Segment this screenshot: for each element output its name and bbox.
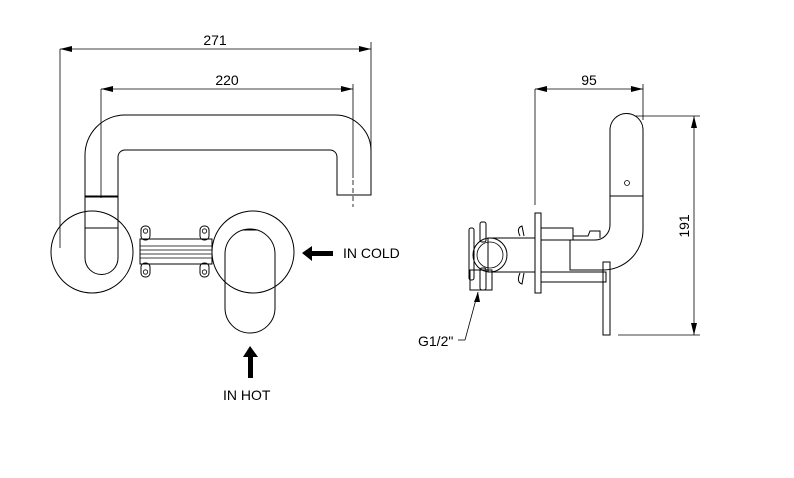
mixer-handle <box>224 228 276 334</box>
thread-callout: G1/2" <box>418 291 480 349</box>
in-cold-label: IN COLD <box>343 245 400 261</box>
cold-inlet-indicator: IN COLD <box>302 245 400 261</box>
spout-body <box>84 195 119 275</box>
in-hot-label: IN HOT <box>223 387 271 403</box>
wall-flange <box>534 212 542 294</box>
mounting-bracket <box>139 225 213 278</box>
dim-191-label: 191 <box>676 214 692 238</box>
spout-rosette <box>50 210 134 294</box>
front-view: 271 220 <box>50 32 400 403</box>
arrow-up-icon <box>243 346 258 378</box>
mixer-rosette <box>211 210 295 294</box>
lever-handle <box>569 113 644 271</box>
lever-plate <box>602 261 611 336</box>
dim-220-label: 220 <box>215 72 239 88</box>
dim-271-label: 271 <box>203 32 227 48</box>
spout <box>84 114 372 197</box>
valve-body <box>468 221 536 291</box>
arrow-left-icon <box>302 246 333 261</box>
dimension-220: 220 <box>100 72 354 207</box>
dim-95-label: 95 <box>581 72 597 88</box>
side-view: 95 191 <box>418 72 700 349</box>
dimension-191: 191 <box>618 115 700 336</box>
dimension-271: 271 <box>59 32 372 248</box>
set-screw-icon <box>624 180 630 186</box>
dimension-95: 95 <box>534 72 644 205</box>
thread-size-label: G1/2" <box>418 333 453 349</box>
hot-inlet-indicator: IN HOT <box>223 346 271 403</box>
